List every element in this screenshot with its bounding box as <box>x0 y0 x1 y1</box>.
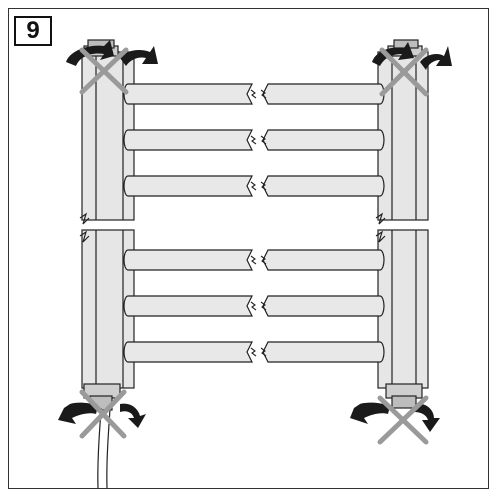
beam-right <box>262 341 385 363</box>
break-mark-icon <box>79 230 90 243</box>
beam-left <box>123 249 253 271</box>
rotate-arrow-icon <box>66 40 114 66</box>
beams-right <box>262 83 385 363</box>
break-mark-icon <box>250 301 257 311</box>
beam-right <box>262 83 385 105</box>
step-number-badge: 9 <box>14 16 52 46</box>
beam-left <box>123 129 253 151</box>
prohibited-cross-icon <box>79 47 129 95</box>
rotate-arrow-icon <box>414 403 440 432</box>
rotate-arrow-icon <box>120 403 146 428</box>
beams-left <box>123 83 253 363</box>
right-unit-upper <box>377 39 429 221</box>
right-unit-lower <box>377 229 429 409</box>
break-mark-icon <box>260 135 267 145</box>
beam-left <box>123 295 253 317</box>
prohibited-cross-icon <box>79 389 127 439</box>
break-mark-icon <box>260 301 267 311</box>
break-mark-icon <box>250 347 257 357</box>
beam-right <box>262 295 385 317</box>
break-mark-icon <box>375 230 386 243</box>
beam-right <box>262 249 385 271</box>
beam-left <box>123 175 253 197</box>
beam-left <box>123 341 253 363</box>
break-mark-icon <box>250 135 257 145</box>
right-housing-lower-outer <box>377 229 429 389</box>
beam-right <box>262 175 385 197</box>
right-housing-upper-outer <box>377 51 429 221</box>
break-mark-icon <box>260 347 267 357</box>
break-mark-icon <box>260 255 267 265</box>
prohibited-cross-icon <box>379 47 429 97</box>
break-mark-icon <box>79 212 90 225</box>
figure-frame <box>8 8 489 489</box>
break-mark-icon <box>260 181 267 191</box>
beam-left <box>123 83 253 105</box>
rotate-arrow-icon <box>372 42 414 66</box>
prohibited-cross-icon <box>377 395 429 445</box>
right-bottom-connector <box>391 395 417 409</box>
beam-break-marks <box>250 89 267 357</box>
rotate-arrow-icon <box>120 46 158 66</box>
break-mark-icon <box>250 181 257 191</box>
rotate-arrow-icon <box>350 402 390 424</box>
rotate-arrow-icon <box>58 402 98 424</box>
beam-right <box>262 129 385 151</box>
break-mark-icon <box>250 255 257 265</box>
cable <box>106 407 111 489</box>
break-mark-icon <box>260 89 267 99</box>
break-mark-icon <box>375 212 386 225</box>
break-mark-icon <box>250 89 257 99</box>
rotate-arrow-icon <box>420 46 452 70</box>
